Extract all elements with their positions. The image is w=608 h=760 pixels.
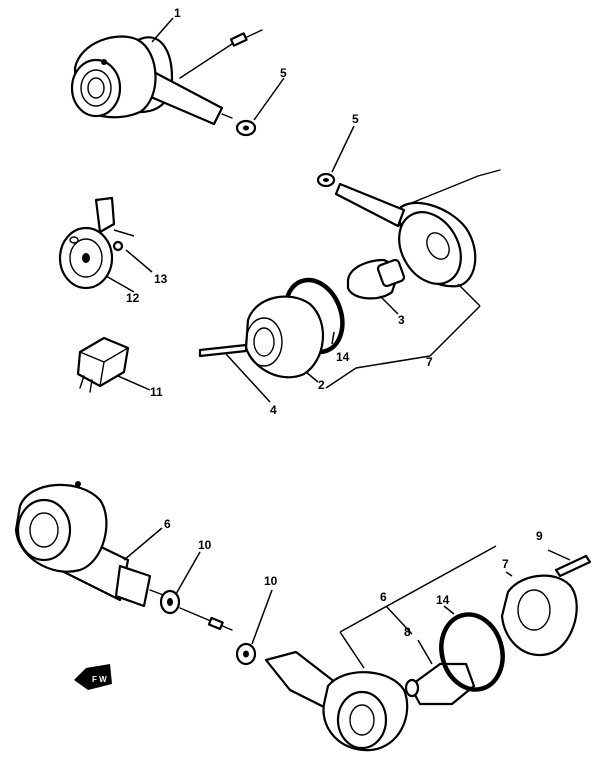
flasher-relay-part-11 — [76, 336, 130, 393]
callout-4: 4 — [270, 403, 277, 417]
leader-lines — [105, 17, 571, 669]
callout-5-right: 5 — [352, 112, 359, 126]
callout-3: 3 — [398, 313, 405, 327]
callout-11: 11 — [150, 385, 163, 399]
callout-7-upper: 7 — [426, 355, 433, 369]
nut-part-10-right — [235, 642, 257, 666]
front-flasher-assembly — [70, 29, 263, 126]
callout-10-right: 10 — [264, 574, 278, 588]
gasket-part-14-lower — [439, 612, 505, 692]
bulb-part-8 — [404, 662, 476, 706]
screw-part-4 — [198, 343, 248, 358]
callout-14-lower: 14 — [436, 593, 450, 607]
nut-part-5-right — [316, 172, 336, 188]
callout-2: 2 — [318, 378, 325, 392]
bulb-part-3 — [346, 258, 406, 300]
flasher-assembly-left — [14, 481, 167, 608]
callout-6-right: 6 — [380, 590, 387, 604]
bolt-part-13 — [112, 240, 124, 252]
callout-14-upper: 14 — [336, 350, 350, 364]
rear-flasher-housing — [334, 169, 501, 288]
callout-6-left: 6 — [164, 517, 171, 531]
callout-8: 8 — [404, 625, 411, 639]
callout-numbers: 1 5 5 13 12 11 3 14 7 2 4 6 10 10 9 7 6 … — [126, 6, 543, 639]
nut-part-10-left — [159, 589, 233, 631]
callout-9: 9 — [536, 529, 543, 543]
callout-7-lower: 7 — [502, 557, 509, 571]
callout-10-left: 10 — [198, 538, 212, 552]
callout-12: 12 — [126, 291, 140, 305]
flasher-assembly-right — [264, 650, 409, 752]
callout-5-top: 5 — [280, 66, 287, 80]
callout-13: 13 — [154, 272, 168, 286]
lens-part-2 — [244, 295, 324, 379]
forward-arrow-icon: F W — [74, 664, 112, 690]
forward-arrow-label: F W — [92, 675, 107, 684]
nut-part-5-top — [235, 119, 257, 137]
callout-1: 1 — [174, 6, 181, 20]
lens-part-7 — [500, 574, 578, 657]
screw-part-9 — [554, 554, 592, 578]
horn-part-12 — [58, 196, 116, 290]
